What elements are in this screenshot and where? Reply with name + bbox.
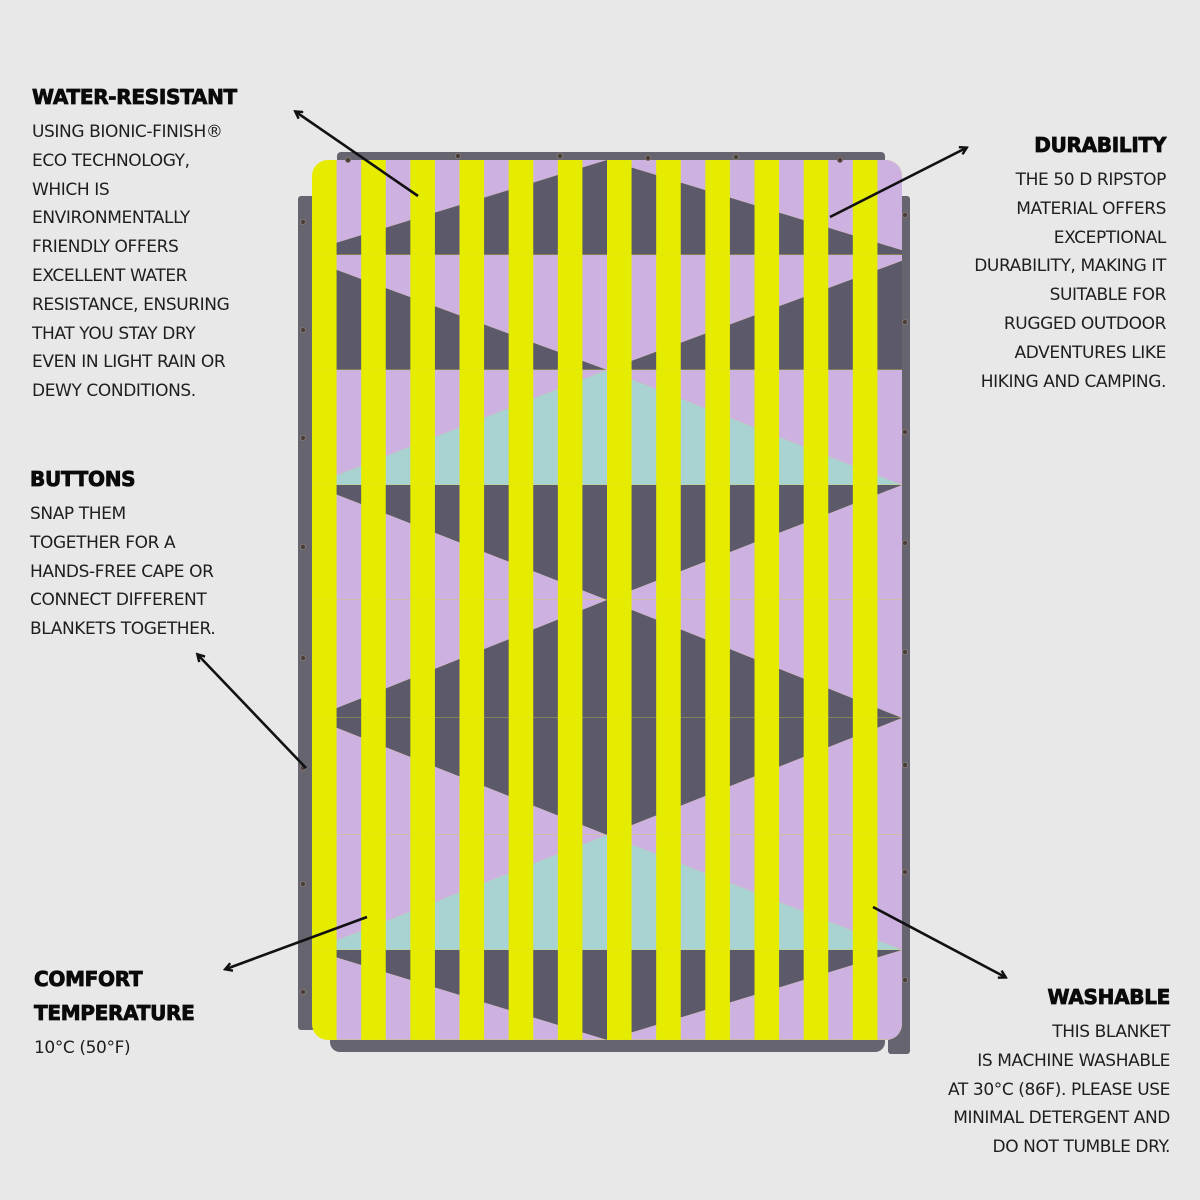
feature-description: THE 50 D RIPSTOP MATERIAL OFFERS EXCEPTI… (974, 170, 1166, 392)
feature-description: 10°C (50°F) (34, 1038, 131, 1058)
feature-washable: WASHABLE THIS BLANKET IS MACHINE WASHABL… (870, 980, 1171, 1162)
feature-title: DURABILITY (1034, 133, 1167, 158)
feature-title: BUTTONS (30, 467, 136, 492)
blanket-pattern (312, 160, 902, 1040)
feature-water-resistant: WATER-RESISTANT USING BIONIC-FINISH® ECO… (32, 80, 302, 406)
feature-title: WASHABLE (1047, 985, 1171, 1010)
feature-buttons: BUTTONS SNAP THEM TOGETHER FOR A HANDS-F… (30, 462, 300, 644)
feature-title: COMFORT TEMPERATURE (34, 967, 196, 1026)
feature-description: SNAP THEM TOGETHER FOR A HANDS-FREE CAPE… (30, 504, 216, 640)
feature-description: USING BIONIC-FINISH® ECO TECHNOLOGY, WHI… (32, 122, 230, 402)
feature-durability: DURABILITY THE 50 D RIPSTOP MATERIAL OFF… (876, 128, 1166, 396)
feature-title: WATER-RESISTANT (32, 85, 238, 110)
feature-comfort-temperature: COMFORT TEMPERATURE 10°C (50°F) (34, 962, 294, 1063)
feature-description: THIS BLANKET IS MACHINE WASHABLE AT 30°C… (948, 1022, 1170, 1158)
